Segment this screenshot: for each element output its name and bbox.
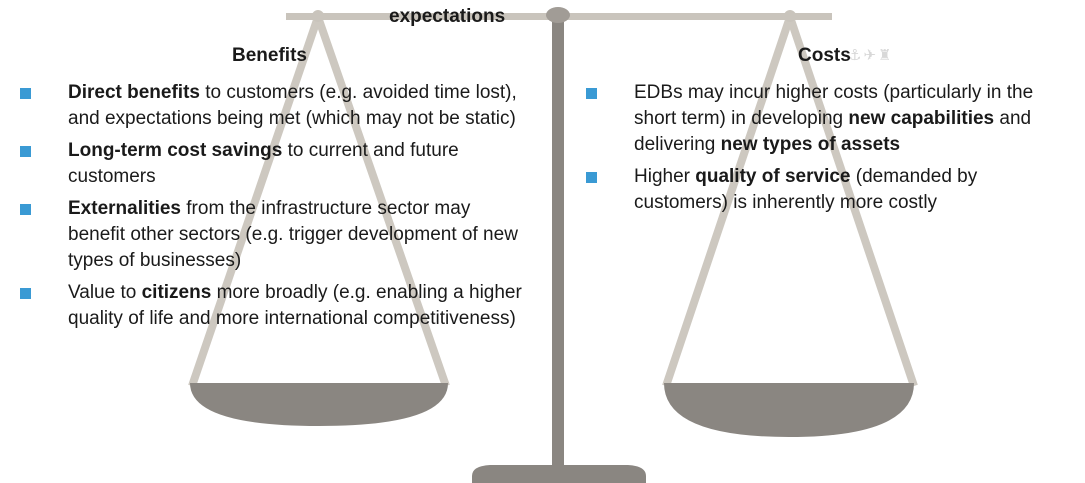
benefit-item-text: to customers (e.g. avoided time lost), a… bbox=[68, 82, 517, 129]
cost-item-text: and delivering bbox=[634, 108, 1032, 155]
benefit-item-text: to current and future customers bbox=[68, 140, 459, 187]
benefit-item-prefix: Value to bbox=[68, 282, 142, 303]
bullet-square-icon bbox=[20, 146, 31, 157]
benefit-item-bold: Direct benefits bbox=[68, 82, 200, 103]
bullet-square-icon bbox=[586, 172, 597, 183]
left-pan bbox=[190, 383, 448, 426]
left-hook bbox=[312, 10, 324, 22]
cost-item-text: (demanded by customers) is inherently mo… bbox=[634, 166, 978, 213]
benefits-heading: Benefits bbox=[232, 45, 307, 66]
bullet-square-icon bbox=[586, 88, 597, 99]
bullet-square-icon bbox=[20, 288, 31, 299]
right-pan-string-right bbox=[786, 15, 918, 388]
cost-item: Higher quality of service (demanded by c… bbox=[586, 164, 1071, 216]
benefit-item-text: more broadly (e.g. enabling a higher qua… bbox=[68, 282, 522, 329]
benefit-item: Direct benefits to customers (e.g. avoid… bbox=[20, 80, 530, 132]
scale-pivot bbox=[546, 7, 570, 23]
cost-item-text: EDBs may incur higher costs (particularl… bbox=[634, 82, 1034, 129]
top-label: expectations bbox=[389, 6, 506, 27]
left-pan-string-right bbox=[314, 15, 450, 388]
bullet-square-icon bbox=[20, 88, 31, 99]
costs-list: EDBs may incur higher costs (particularl… bbox=[586, 80, 1071, 222]
right-hook bbox=[784, 10, 796, 22]
right-pan-string-left bbox=[662, 15, 794, 388]
cost-item-text: Higher bbox=[634, 166, 696, 187]
watermark-logo: ⚓✈♜ bbox=[848, 47, 894, 64]
benefits-list: Direct benefits to customers (e.g. avoid… bbox=[20, 80, 530, 338]
benefit-item-bold: citizens bbox=[141, 282, 212, 303]
bullet-square-icon bbox=[20, 204, 31, 215]
benefit-item: Value to citizens more broadly (e.g. ena… bbox=[20, 280, 530, 332]
cost-item: EDBs may incur higher costs (particularl… bbox=[586, 80, 1071, 158]
cost-item-bold: new capabilities bbox=[848, 108, 995, 129]
scale-post bbox=[552, 12, 564, 472]
left-pan-string-left bbox=[188, 15, 322, 388]
cost-item-bold: quality of service bbox=[695, 166, 851, 187]
benefit-item-text: from the infrastructure sector may benef… bbox=[68, 198, 518, 271]
benefit-item: Long-term cost savings to current and fu… bbox=[20, 138, 530, 190]
scale-base bbox=[472, 465, 646, 483]
costs-heading: Costs bbox=[798, 45, 851, 66]
benefit-item-bold: Externalities bbox=[68, 198, 181, 219]
benefit-item: Externalities from the infrastructure se… bbox=[20, 196, 530, 274]
benefit-item-bold: Long-term cost savings bbox=[68, 140, 283, 161]
right-pan bbox=[664, 383, 914, 437]
cost-item-bold: new types of assets bbox=[720, 134, 901, 155]
